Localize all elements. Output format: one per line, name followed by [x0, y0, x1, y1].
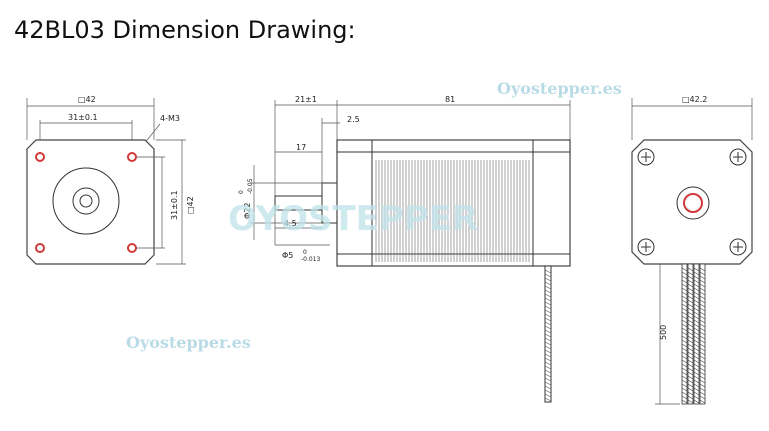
screw-icon: [637, 148, 655, 166]
mount-hole: [35, 152, 45, 162]
shaft-usable-label: 17: [296, 143, 306, 152]
boss-dia-label: Φ22: [243, 203, 252, 219]
mount-hole: [35, 243, 45, 253]
front-view: □42 31±0.1 4-M3 31±0.1 □42: [26, 95, 195, 265]
mount-hole: [127, 152, 137, 162]
boss-tol-lower: -0.05: [247, 178, 254, 194]
shaft-length-label: 21±1: [295, 95, 317, 104]
page-title: 42BL03 Dimension Drawing:: [14, 16, 356, 44]
watermark-top: Oyostepper.es: [497, 79, 622, 98]
side-view: 21±1 81 2.5 17 Φ22 0 -0.05 4.5 Φ5 0 -0.0…: [238, 95, 571, 403]
screw-icon: [729, 238, 747, 256]
front-holes-label: 4-M3: [160, 114, 180, 123]
rear-bearing: [683, 193, 703, 213]
front-square-label: □42: [78, 95, 96, 104]
front-hole-spacing-label: 31±0.1: [68, 113, 98, 122]
screw-icon: [729, 148, 747, 166]
step-label: 4.5: [284, 219, 297, 228]
screw-icon: [637, 238, 655, 256]
lead-length-label: 500: [659, 325, 668, 340]
mount-hole: [127, 243, 137, 253]
shaft-tol-lower: -0.013: [301, 256, 321, 263]
shaft-tol-upper: 0: [303, 249, 307, 256]
rear-view: □42.2 500: [631, 95, 753, 405]
lead-wires: [681, 263, 706, 405]
front-vertical-spacing-label: 31±0.1: [170, 190, 179, 220]
shaft-dia-label: Φ5: [282, 251, 293, 260]
watermark-center: OYOSTEPPER: [228, 199, 478, 239]
cooling-fins: [375, 160, 530, 262]
watermark-bottom: Oyostepper.es: [126, 333, 251, 352]
rear-square-label: □42.2: [682, 95, 707, 104]
flange-label: 2.5: [347, 115, 360, 124]
front-side-size-label: □42: [186, 196, 195, 214]
boss-tol-upper: 0: [238, 190, 245, 194]
body-length-label: 81: [445, 95, 455, 104]
